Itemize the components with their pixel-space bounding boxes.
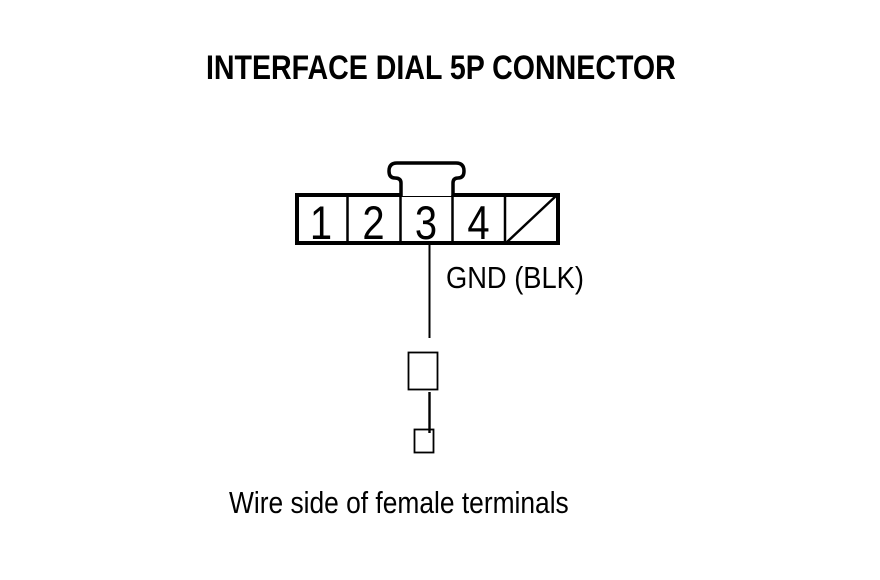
pin-label-2: 2 [362,196,385,249]
ground-terminal-box [413,428,435,454]
connector-lock-tab [387,161,466,196]
pin5-slash-icon [506,194,558,243]
diagram-title: INTERFACE DIAL 5P CONNECTOR [206,49,676,87]
inline-connector-box [407,351,439,391]
pin-label-4: 4 [467,196,490,249]
pin-label-1: 1 [309,196,333,249]
connector-body [295,193,560,245]
gnd-wire-label: GND (BLK) [446,260,584,295]
pin-label-3: 3 [414,196,438,249]
diagram-caption: Wire side of female terminals [229,485,569,520]
